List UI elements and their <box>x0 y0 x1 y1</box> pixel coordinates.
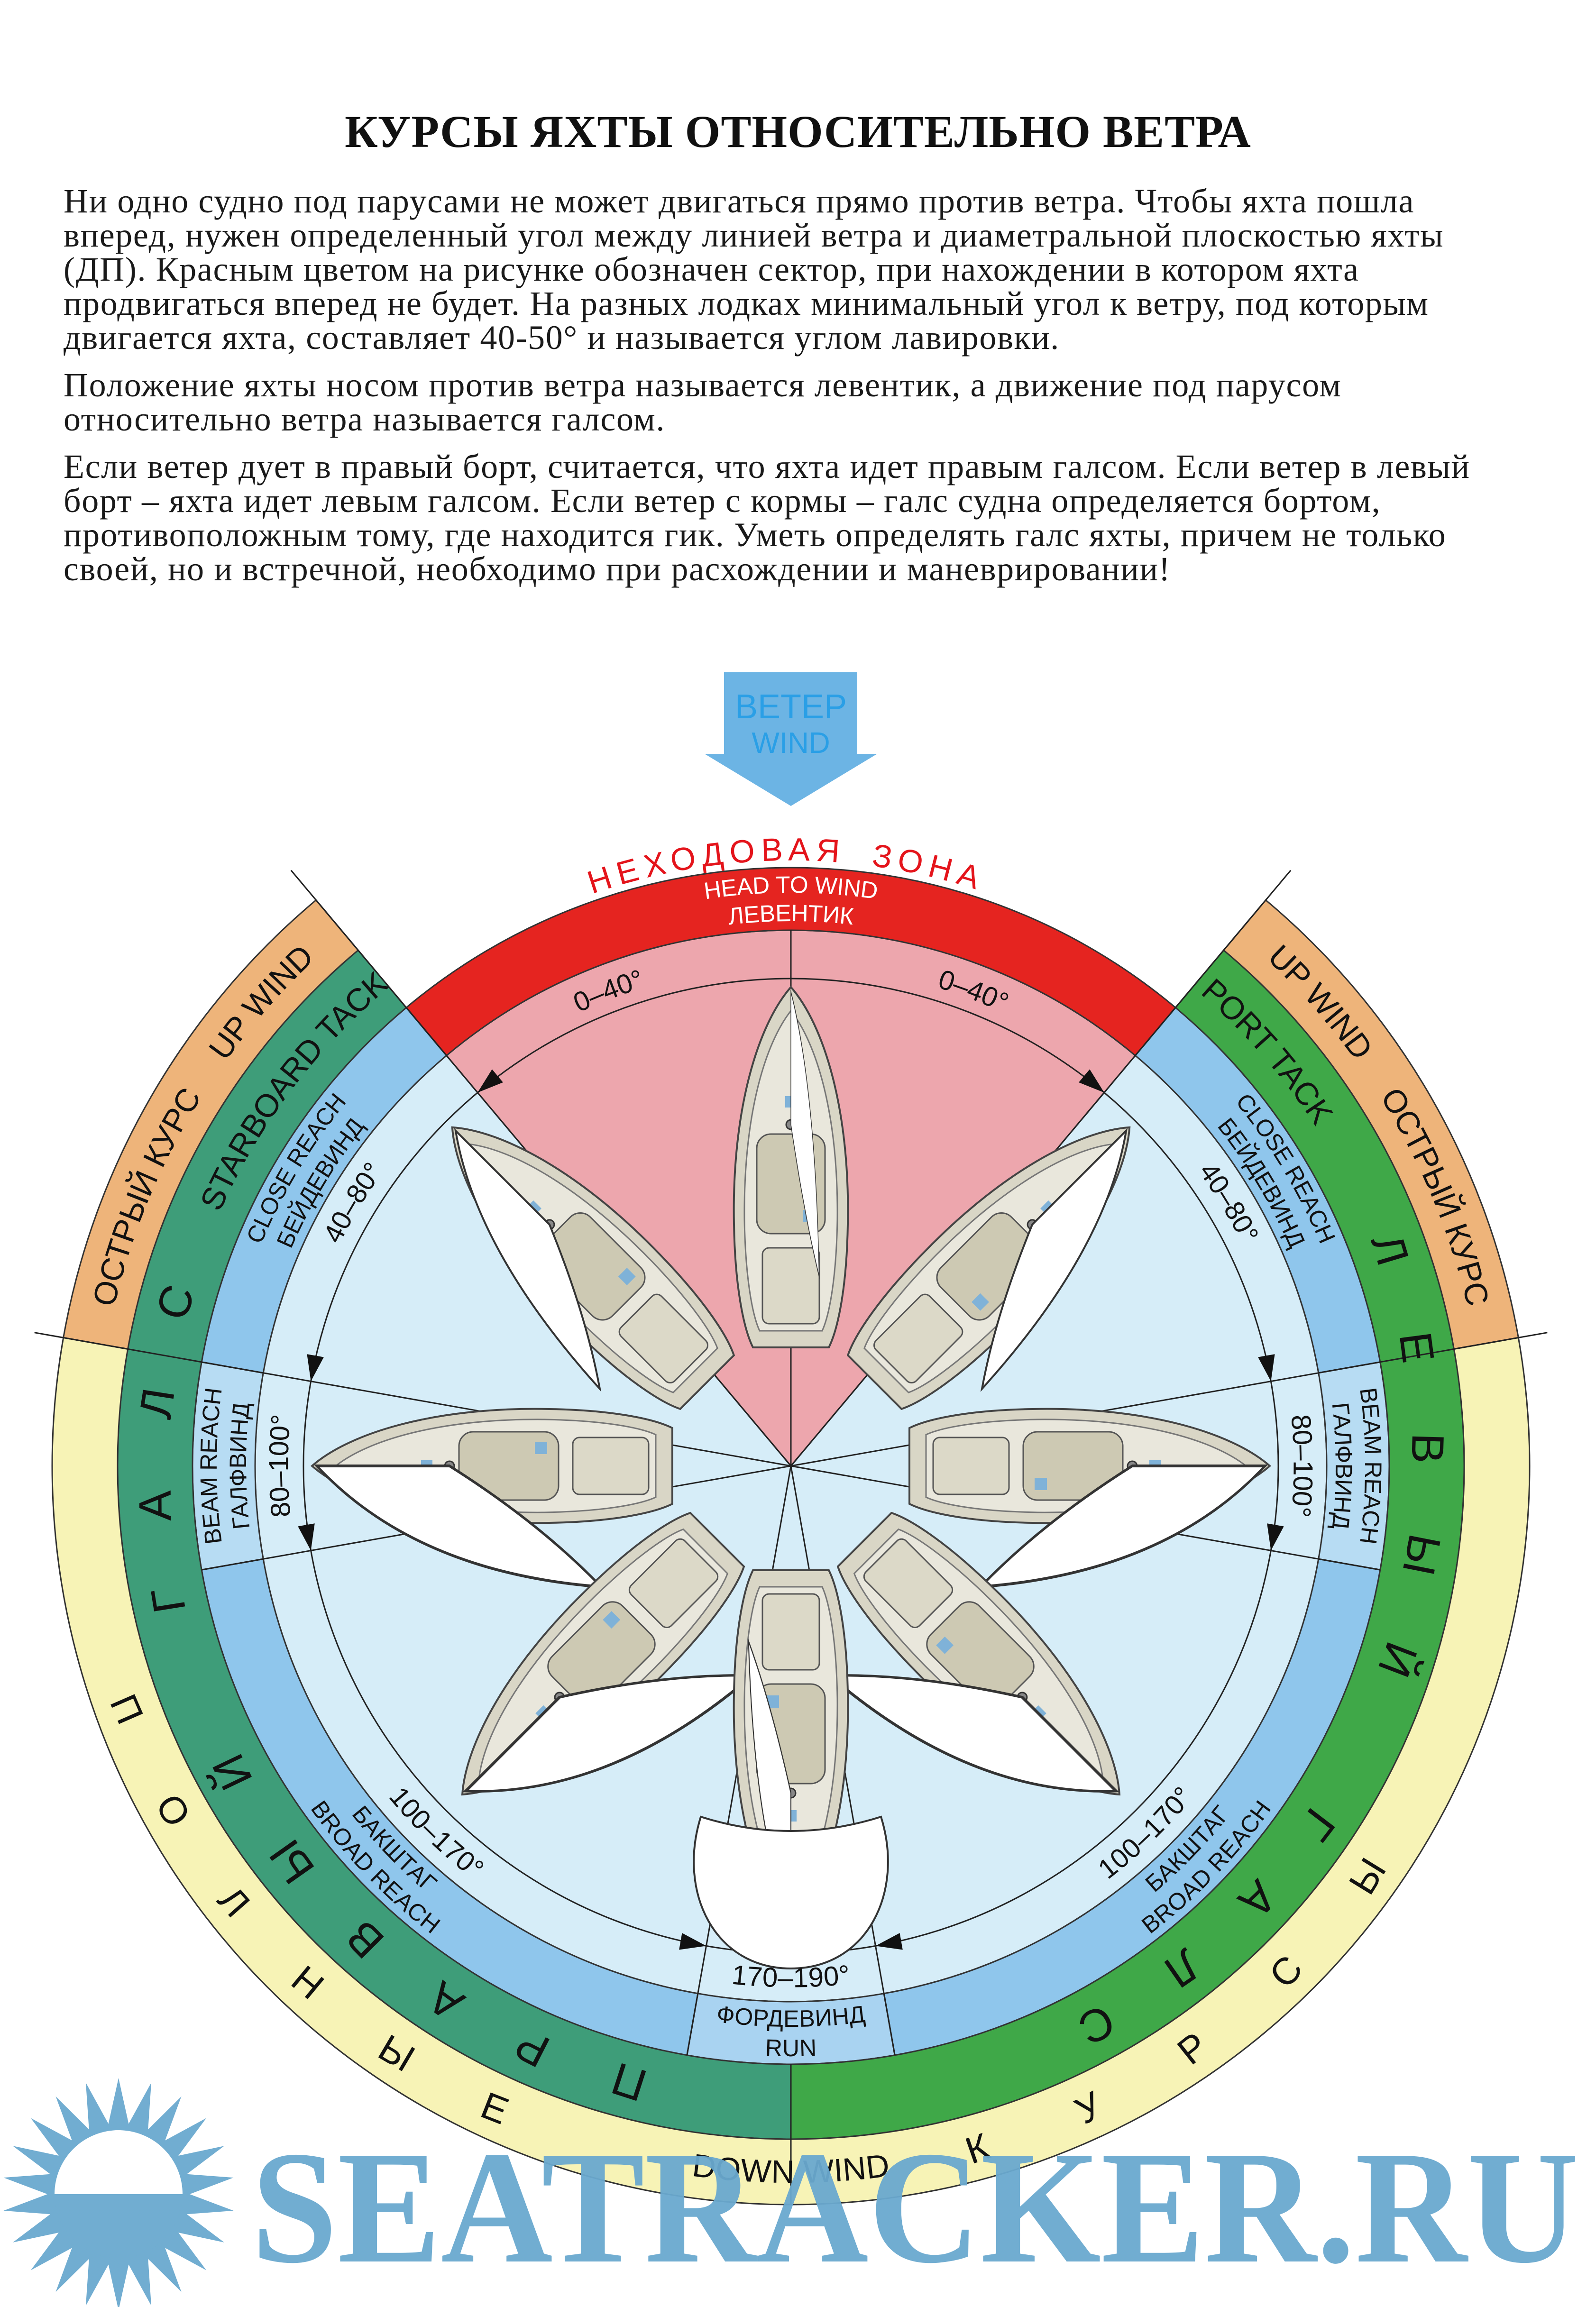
watermark: SEATRACKER.RU <box>3 2078 1579 2307</box>
downwind-label-en: DOWN WIND <box>690 2147 891 2190</box>
text-line: противоположным тому, где находится гик.… <box>64 516 1447 554</box>
text-line: продвигаться вперед не будет. На разных … <box>64 284 1429 322</box>
watermark-text: SEATRACKER.RU <box>251 2118 1579 2297</box>
beam-reach-label-left-ru: ГАЛФВИНД <box>225 1401 255 1531</box>
arrowhead-icon <box>679 1933 706 1950</box>
sail <box>826 1674 1119 1793</box>
beam-reach-label-right-en: BEAM REACH <box>1355 1386 1386 1546</box>
cockpit <box>761 1593 820 1671</box>
arrowhead-icon <box>298 1523 315 1551</box>
paragraph-1: Ни одно судно под парусами не может двиг… <box>64 184 1533 355</box>
sun-logo-icon <box>3 2078 234 2307</box>
yacht-icon <box>846 1126 1131 1410</box>
cabin <box>547 1601 656 1710</box>
cabin <box>1022 1431 1124 1501</box>
wind-arrow-icon <box>705 672 877 806</box>
hatch <box>1035 1478 1047 1490</box>
paragraph-2: Положение яхты носом против ветра называ… <box>64 368 1533 436</box>
arrowhead-icon <box>307 1354 324 1382</box>
cockpit <box>628 1538 719 1629</box>
yacht-icon <box>310 1408 673 1589</box>
yacht-icon <box>733 985 849 1348</box>
angle-label-beam-left: 80–100° <box>263 1413 296 1519</box>
sail <box>980 1128 1128 1392</box>
wind-label-en: WIND <box>752 727 830 760</box>
cockpit <box>572 1437 650 1495</box>
downwind-ring <box>51 1337 1531 2206</box>
angle-arrows <box>298 1069 1284 1950</box>
beam-reach-label-left-en: BEAM REACH <box>195 1386 227 1546</box>
yacht-icon <box>451 1126 735 1410</box>
sail <box>313 1465 605 1589</box>
text-line: относительно ветра называется галсом. <box>64 400 665 438</box>
cockpit <box>761 1247 820 1325</box>
cockpit <box>873 1293 963 1383</box>
paragraph-3: Если ветер дует в правый борт, считается… <box>64 449 1533 586</box>
cockpit <box>863 1538 954 1629</box>
hatch <box>535 1442 547 1454</box>
cockpit <box>618 1293 708 1383</box>
text-line: двигается яхта, составляет 40-50° и назы… <box>64 319 1060 357</box>
cockpit <box>932 1437 1010 1495</box>
text-line: своей, но и встречной, необходимо при ра… <box>64 550 1171 588</box>
text-line: (ДП). Красным цветом на рисунке обозначе… <box>64 250 1359 288</box>
run-label-ru: ФОРДЕВИНД <box>715 2001 866 2032</box>
sail <box>454 1128 602 1392</box>
head-to-wind-label-ru: ЛЕВЕНТИК <box>727 900 855 930</box>
angle-label-run: 170–190° <box>730 1959 851 1994</box>
yachts <box>310 985 1272 1970</box>
wind-label-ru: ВЕТЕР <box>735 688 847 726</box>
intro-text: Ни одно судно под парусами не может двиг… <box>64 184 1533 599</box>
text-line: борт – яхта идет левым галсом. Если вете… <box>64 482 1381 520</box>
sail <box>977 1465 1268 1589</box>
cabin <box>458 1431 560 1501</box>
sail <box>462 1674 756 1793</box>
wind-arrow: ВЕТЕР WIND <box>705 672 877 806</box>
spinnaker <box>693 1815 889 1970</box>
arrowhead-icon <box>1079 1069 1104 1093</box>
page-title: КУРСЫ ЯХТЫ ОТНОСИТЕЛЬНО ВЕТРА <box>345 106 1251 157</box>
text-line: Ни одно судно под парусами не может двиг… <box>64 182 1415 220</box>
arrowhead-icon <box>875 1933 903 1950</box>
beam-reach-label-right-ru: ГАЛФВИНД <box>1327 1401 1358 1530</box>
arrowhead-icon <box>1267 1523 1284 1551</box>
yacht-icon <box>908 1408 1272 1589</box>
text-line: вперед, нужен определенный угол между ли… <box>64 216 1444 254</box>
text-line: Положение яхты носом против ветра называ… <box>64 366 1342 404</box>
arrowhead-icon <box>1258 1354 1275 1382</box>
angle-label-beam-right: 80–100° <box>1285 1413 1318 1519</box>
sail <box>790 989 820 1280</box>
yacht-icon <box>461 1511 756 1796</box>
run-label-en: RUN <box>765 2034 817 2061</box>
text-line: Если ветер дует в правый борт, считается… <box>64 448 1470 485</box>
arrowhead-icon <box>477 1069 503 1093</box>
cabin <box>926 1601 1035 1710</box>
yacht-icon <box>693 1569 889 1970</box>
yacht-icon <box>826 1511 1121 1796</box>
